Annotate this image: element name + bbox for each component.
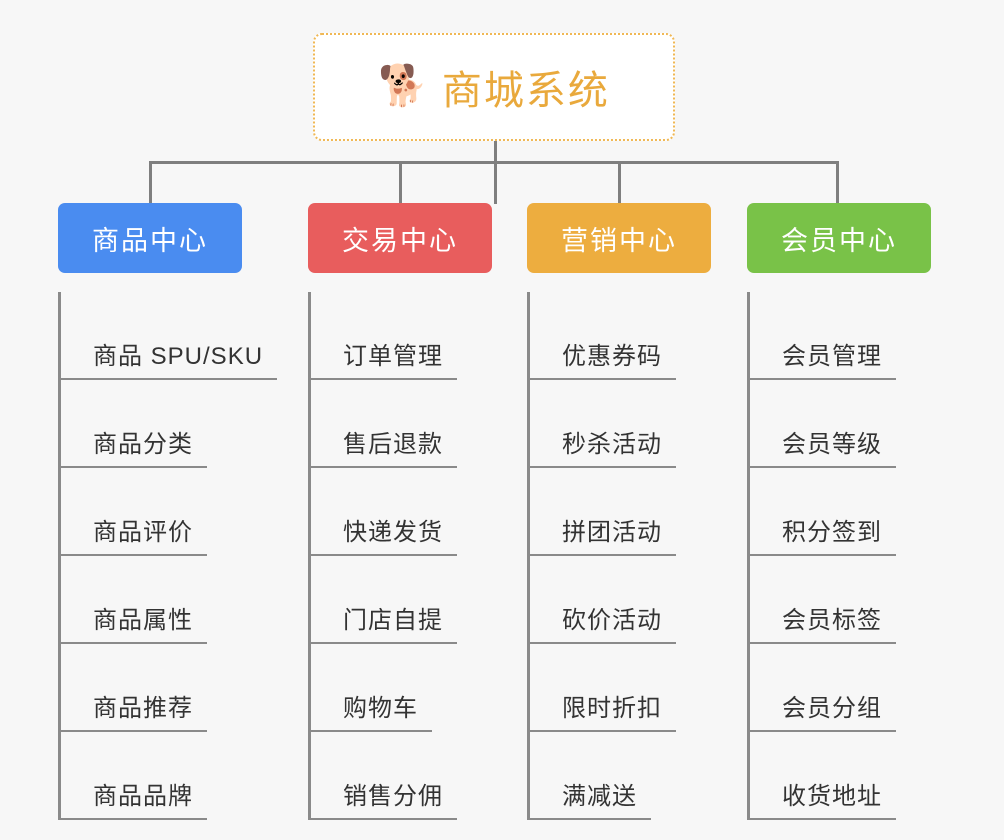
leaf-label: 会员标签 <box>750 600 896 644</box>
leaf-label: 会员等级 <box>750 424 896 468</box>
leaf-label: 商品 SPU/SKU <box>61 336 278 380</box>
root-node[interactable]: 🐕 商城系统 <box>313 33 675 141</box>
leaf-label: 商品推荐 <box>61 688 207 732</box>
leaf-item[interactable]: 商品评价 <box>61 468 242 556</box>
leaf-label: 积分签到 <box>750 512 896 556</box>
leaf-label: 砍价活动 <box>530 600 676 644</box>
leaf-label: 收货地址 <box>750 776 896 820</box>
leaf-item[interactable]: 砍价活动 <box>530 556 711 644</box>
leaf-label: 商品评价 <box>61 512 207 556</box>
leaf-label: 订单管理 <box>311 336 457 380</box>
leaf-item[interactable]: 拼团活动 <box>530 468 711 556</box>
column-trade-center: 交易中心 订单管理 售后退款 快递发货 门店自提 购物车 销售分佣 <box>308 203 492 820</box>
leaf-label: 快递发货 <box>311 512 457 556</box>
leaf-item[interactable]: 快递发货 <box>311 468 492 556</box>
drop-connector-4 <box>836 161 839 204</box>
drop-connector-1 <box>149 161 152 204</box>
category-title: 商品中心 <box>92 225 208 256</box>
root-stem-connector <box>494 141 497 204</box>
leaf-label: 商品属性 <box>61 600 207 644</box>
column-marketing-center: 营销中心 优惠券码 秒杀活动 拼团活动 砍价活动 限时折扣 满减送 <box>527 203 711 820</box>
drop-connector-3 <box>618 161 621 204</box>
leaf-label: 会员管理 <box>750 336 896 380</box>
leaf-item[interactable]: 满减送 <box>530 732 711 820</box>
leaf-item[interactable]: 收货地址 <box>750 732 931 820</box>
column-product-center: 商品中心 商品 SPU/SKU 商品分类 商品评价 商品属性 商品推荐 商品品牌 <box>58 203 278 820</box>
leaf-item[interactable]: 商品品牌 <box>61 732 242 820</box>
leaf-label: 优惠券码 <box>530 336 676 380</box>
leaf-item[interactable]: 商品推荐 <box>61 644 242 732</box>
column-member-center: 会员中心 会员管理 会员等级 积分签到 会员标签 会员分组 收货地址 <box>747 203 931 820</box>
leaf-item[interactable]: 订单管理 <box>311 292 492 380</box>
drop-connector-2 <box>399 161 402 204</box>
category-header-marketing-center[interactable]: 营销中心 <box>527 203 711 273</box>
root-title: 商城系统 <box>441 69 610 113</box>
leaf-label: 会员分组 <box>750 688 896 732</box>
leaf-list-marketing-center: 优惠券码 秒杀活动 拼团活动 砍价活动 限时折扣 满减送 <box>527 292 711 820</box>
leaf-item[interactable]: 门店自提 <box>311 556 492 644</box>
leaf-label: 商品品牌 <box>61 776 207 820</box>
leaf-item[interactable]: 销售分佣 <box>311 732 492 820</box>
leaf-label: 售后退款 <box>311 424 457 468</box>
leaf-item[interactable]: 秒杀活动 <box>530 380 711 468</box>
leaf-label: 限时折扣 <box>530 688 676 732</box>
leaf-list-trade-center: 订单管理 售后退款 快递发货 门店自提 购物车 销售分佣 <box>308 292 492 820</box>
leaf-item[interactable]: 售后退款 <box>311 380 492 468</box>
leaf-label: 满减送 <box>530 776 651 820</box>
category-title: 营销中心 <box>561 225 677 256</box>
leaf-label: 门店自提 <box>311 600 457 644</box>
horizontal-bus-connector <box>149 161 839 164</box>
leaf-list-member-center: 会员管理 会员等级 积分签到 会员标签 会员分组 收货地址 <box>747 292 931 820</box>
leaf-item[interactable]: 积分签到 <box>750 468 931 556</box>
leaf-item[interactable]: 商品 SPU/SKU <box>61 292 278 380</box>
leaf-item[interactable]: 购物车 <box>311 644 492 732</box>
leaf-label: 拼团活动 <box>530 512 676 556</box>
leaf-item[interactable]: 会员等级 <box>750 380 931 468</box>
leaf-label: 秒杀活动 <box>530 424 676 468</box>
leaf-label: 购物车 <box>311 688 432 732</box>
category-header-member-center[interactable]: 会员中心 <box>747 203 931 273</box>
category-title: 交易中心 <box>342 225 458 256</box>
leaf-item[interactable]: 会员分组 <box>750 644 931 732</box>
leaf-item[interactable]: 会员标签 <box>750 556 931 644</box>
category-title: 会员中心 <box>781 225 897 256</box>
leaf-item[interactable]: 商品属性 <box>61 556 242 644</box>
leaf-label: 销售分佣 <box>311 776 457 820</box>
category-header-product-center[interactable]: 商品中心 <box>58 203 242 273</box>
leaf-item[interactable]: 优惠券码 <box>530 292 711 380</box>
leaf-label: 商品分类 <box>61 424 207 468</box>
leaf-item[interactable]: 限时折扣 <box>530 644 711 732</box>
leaf-item[interactable]: 会员管理 <box>750 292 931 380</box>
leaf-list-product-center: 商品 SPU/SKU 商品分类 商品评价 商品属性 商品推荐 商品品牌 <box>58 292 278 820</box>
category-header-trade-center[interactable]: 交易中心 <box>308 203 492 273</box>
shiba-dog-emoji: 🐕 <box>378 64 428 108</box>
leaf-item[interactable]: 商品分类 <box>61 380 242 468</box>
